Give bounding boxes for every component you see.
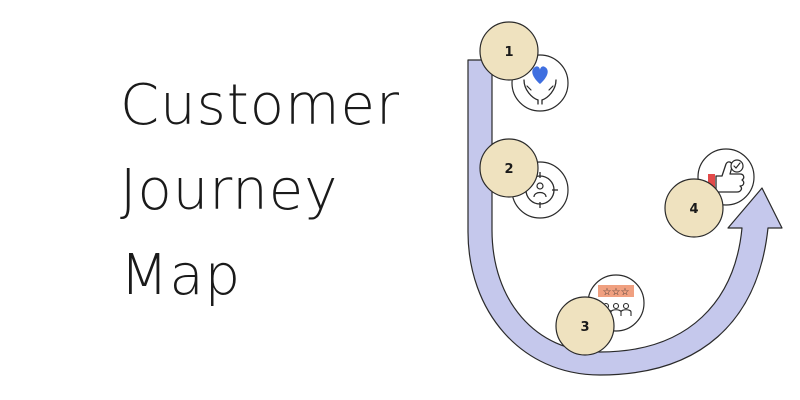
step-4[interactable]: 4 (664, 178, 724, 238)
title-line-customer: Customer (120, 73, 401, 138)
step-2-number: 2 (504, 162, 513, 177)
step-2[interactable]: 2 (479, 138, 539, 198)
step-3-number: 3 (580, 320, 589, 335)
step-1-number: 1 (504, 45, 513, 60)
title-line-journey: Journey (120, 158, 339, 223)
journey-arrow-path (467, 59, 783, 376)
step-3[interactable]: 3 (555, 296, 615, 356)
step-1[interactable]: 1 (479, 21, 539, 81)
svg-text:☆☆☆: ☆☆☆ (603, 287, 630, 298)
title-line-map: Map (120, 243, 242, 308)
step-4-number: 4 (689, 202, 698, 217)
